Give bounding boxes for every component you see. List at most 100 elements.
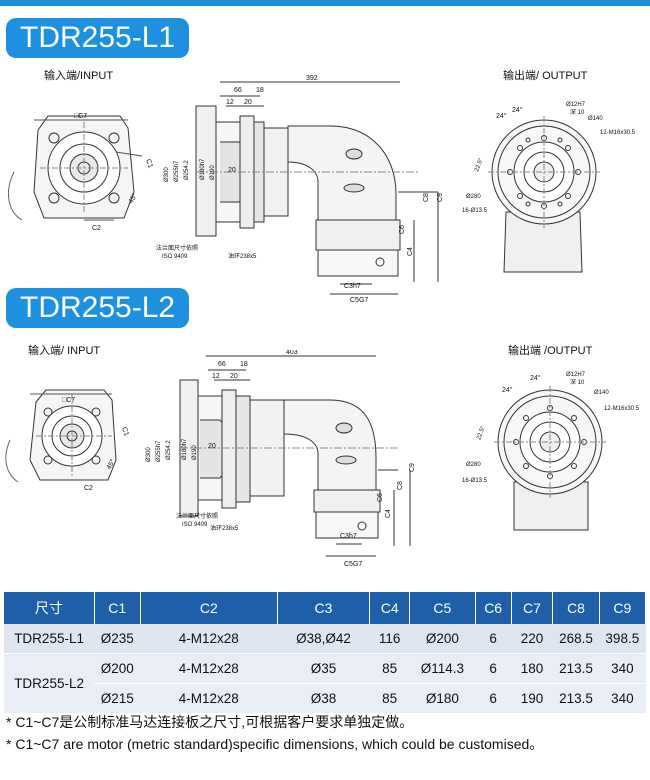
dim-c3h7-l2: C3h7 xyxy=(340,533,357,540)
dim-c2-l1: C2 xyxy=(92,225,101,232)
table-cell: Ø35 xyxy=(277,653,370,684)
header-c5: C5 xyxy=(409,592,476,624)
angle24a-l1: 24° xyxy=(512,106,523,114)
dim-phi255-l1: Ø255h7 xyxy=(174,160,180,182)
dim-18-l2: 18 xyxy=(240,361,248,368)
output-label-l1: 输出端/ OUTPUT xyxy=(503,70,588,82)
note-flange-l1: 法兰面尺寸依照 xyxy=(156,244,198,252)
table-cell: Ø38 xyxy=(277,683,370,714)
table-cell: Ø215 xyxy=(94,683,141,714)
angle24b-l1: 24° xyxy=(496,112,507,120)
input-flange-view-l1 xyxy=(7,115,143,221)
dim-bolt12-l1: 12-M16x30.5 xyxy=(600,130,636,136)
dim-depth10-l1: 深 10 xyxy=(570,108,585,116)
dim-c9-l2: C9 xyxy=(409,463,416,472)
dim-c4-l1: C4 xyxy=(407,247,414,256)
table-cell: 85 xyxy=(369,653,410,684)
dim-c1-l1: C1 xyxy=(144,158,154,169)
dim-length-l1: 392 xyxy=(306,75,318,82)
table-cell: 4-M12x28 xyxy=(140,624,278,654)
dim-phi300-l1: Ø300 xyxy=(164,167,170,182)
dim-20a-l2: 20 xyxy=(230,373,238,380)
dim-20b-l1: 20 xyxy=(228,167,236,174)
table-cell: 6 xyxy=(475,624,512,654)
dim-phi254-l2: Ø254.2 xyxy=(166,440,172,460)
dim-c2-l2: C2 xyxy=(84,485,93,492)
table-cell: Ø114.3 xyxy=(409,653,476,684)
note-oil-l2: 油环238x5 xyxy=(210,524,239,532)
dim-c6-l2: C6 xyxy=(377,493,384,502)
dim-12-l1: 12 xyxy=(226,99,234,106)
table-cell: 213.5 xyxy=(552,683,600,714)
dim-c8-l2: C8 xyxy=(397,481,404,490)
dim-c8-l1: C8 xyxy=(423,193,430,202)
dim-c6-l1: C6 xyxy=(399,225,406,234)
dim-c9-l1: C9 xyxy=(437,193,444,202)
note-iso-l1: ISO 9409 xyxy=(162,254,188,260)
dim-20a-l1: 20 xyxy=(244,99,252,106)
table-cell: 180 xyxy=(511,653,553,684)
input-label-l2: 输入端/ INPUT xyxy=(28,345,101,357)
output-label-l2: 输出端 /OUTPUT xyxy=(508,345,593,357)
table-cell: 116 xyxy=(369,624,410,654)
dim-66-l1: 66 xyxy=(234,87,242,94)
note-oil-l1: 油环238x5 xyxy=(228,252,257,260)
table-cell: 268.5 xyxy=(552,624,600,654)
dim-12-l2: 12 xyxy=(212,373,220,380)
drawing-l1: □C7 C2 45° C1 392 66 18 12 20 20 Ø300 Ø2… xyxy=(7,75,636,304)
header-c4: C4 xyxy=(369,592,411,624)
dim-phi190-l2: Ø190 xyxy=(192,445,198,460)
dim-c7-l2: □C7 xyxy=(62,397,75,404)
table-cell: 6 xyxy=(475,653,512,684)
dim-bolt16-l2: 16-Ø13.5 xyxy=(462,478,488,484)
dim-bolt12-l2: 12-M16x30.5 xyxy=(604,406,640,412)
input-flange-view-l2 xyxy=(5,389,117,483)
dim-c3h7-l1: C3h7 xyxy=(344,283,361,290)
output-flange-view-l2 xyxy=(494,386,606,531)
top-accent-line xyxy=(0,0,650,6)
table-cell: 398.5 xyxy=(599,624,646,654)
dim-phi12-l1: Ø12H7 xyxy=(566,102,586,108)
table-cell: 220 xyxy=(511,624,553,654)
note-english: * C1~C7 are motor (metric standard)speci… xyxy=(6,736,544,752)
spec-table: 尺寸 C1 C2 C3 C4 C5 C6 C7 C8 C9 TDR255-L1 … xyxy=(4,592,647,714)
dim-phi12-l2: Ø12H7 xyxy=(566,372,586,378)
table-cell: Ø180 xyxy=(409,683,476,714)
table-cell: 340 xyxy=(599,653,646,684)
header-c9: C9 xyxy=(599,592,647,624)
note-chinese: * C1~C7是公制标准马达连接板之尺寸,可根据客户要求单独定做。 xyxy=(6,714,414,730)
header-c7: C7 xyxy=(511,592,554,624)
angle22-l2: 22.5° xyxy=(476,425,487,441)
drawing-l2: □C7 C2 45° C1 403 66 18 12 20 20 Ø300 Ø2… xyxy=(5,350,640,568)
table-header-row: 尺寸 C1 C2 C3 C4 C5 C6 C7 C8 C9 xyxy=(4,592,647,624)
note-flange-l2: 法兰面尺寸依照 xyxy=(176,512,218,520)
header-size: 尺寸 xyxy=(4,592,95,624)
dim-phi180-l2: Ø180h7 xyxy=(182,438,188,460)
table-cell: 340 xyxy=(599,683,646,714)
header-c3: C3 xyxy=(277,592,371,624)
dim-phi280-l2: Ø280 xyxy=(466,462,481,468)
section-title-l1: TDR255-L1 xyxy=(6,18,190,58)
dim-length-l2: 403 xyxy=(286,350,298,356)
dim-phi140-l2: Ø140 xyxy=(594,390,609,396)
dim-phi255-l2: Ø255h7 xyxy=(156,440,162,462)
table-cell: 4-M12x28 xyxy=(140,683,278,714)
output-flange-view-l1 xyxy=(488,116,600,273)
angle24a-l2: 24° xyxy=(530,374,541,382)
table-cell: Ø200 xyxy=(409,624,476,654)
model-cell-l1: TDR255-L1 xyxy=(4,624,95,654)
dim-depth10-l2: 深 10 xyxy=(570,378,585,386)
dim-phi280-l1: Ø280 xyxy=(466,194,481,200)
dim-phi190-l1: Ø190 xyxy=(210,165,216,180)
table-cell: Ø235 xyxy=(94,624,141,654)
note-iso-l2: ISO 9409 xyxy=(182,522,208,528)
table-cell: 85 xyxy=(369,683,410,714)
dim-20b-l2: 20 xyxy=(208,443,216,450)
model-cell-l2: TDR255-L2 xyxy=(4,653,95,714)
side-view-l2 xyxy=(179,355,411,557)
table-row: Ø215 4-M12x28 Ø38 85 Ø180 6 190 213.5 34… xyxy=(4,683,646,714)
header-c1: C1 xyxy=(94,592,141,624)
header-c2: C2 xyxy=(140,592,278,624)
dim-18-l1: 18 xyxy=(256,87,264,94)
table-row: TDR255-L1 Ø235 4-M12x28 Ø38,Ø42 116 Ø200… xyxy=(4,624,646,654)
